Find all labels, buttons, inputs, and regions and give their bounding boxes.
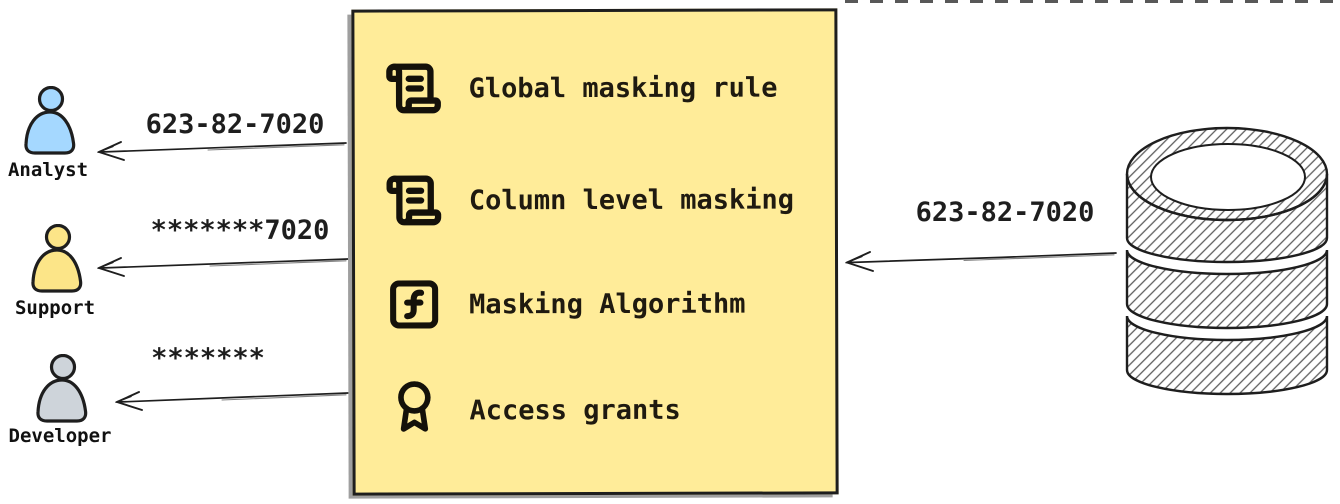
masked-value-support: *******7020 (150, 215, 330, 246)
masking-item-label: Global masking rule (468, 72, 778, 104)
scroll-icon (385, 169, 443, 231)
actor-label-support: Support (14, 297, 96, 319)
award-icon (385, 379, 443, 441)
arrow-to-analyst (97, 141, 347, 161)
scroll-icon (384, 57, 442, 119)
arrow-to-developer (115, 391, 349, 411)
masking-item-column-level: Column level masking (385, 168, 794, 231)
person-icon (31, 224, 83, 293)
person-icon (36, 354, 88, 423)
actor-label-developer: Developer (8, 425, 112, 447)
masking-item-algorithm: Masking Algorithm (385, 273, 746, 336)
database-sent-value: 623-82-7020 (915, 197, 1095, 228)
top-dashed-line (845, 0, 1340, 3)
actor-label-analyst: Analyst (7, 159, 89, 181)
masked-value-developer: ******* (151, 343, 265, 374)
masking-item-label: Column level masking (468, 183, 795, 216)
masking-item-label: Masking Algorithm (469, 288, 746, 320)
masking-policy-box: Global masking rule Column level masking (351, 8, 839, 496)
masking-item-label: Access grants (469, 394, 681, 426)
person-icon (24, 86, 76, 155)
masking-item-global-rule: Global masking rule (384, 57, 777, 120)
database-cylinder-icon (1125, 126, 1329, 396)
masking-item-access-grants: Access grants (385, 375, 681, 446)
masked-value-analyst: 623-82-7020 (145, 109, 325, 140)
arrow-to-support (97, 257, 349, 277)
arrow-database-to-box (845, 251, 1117, 272)
function-square-icon (385, 273, 443, 335)
